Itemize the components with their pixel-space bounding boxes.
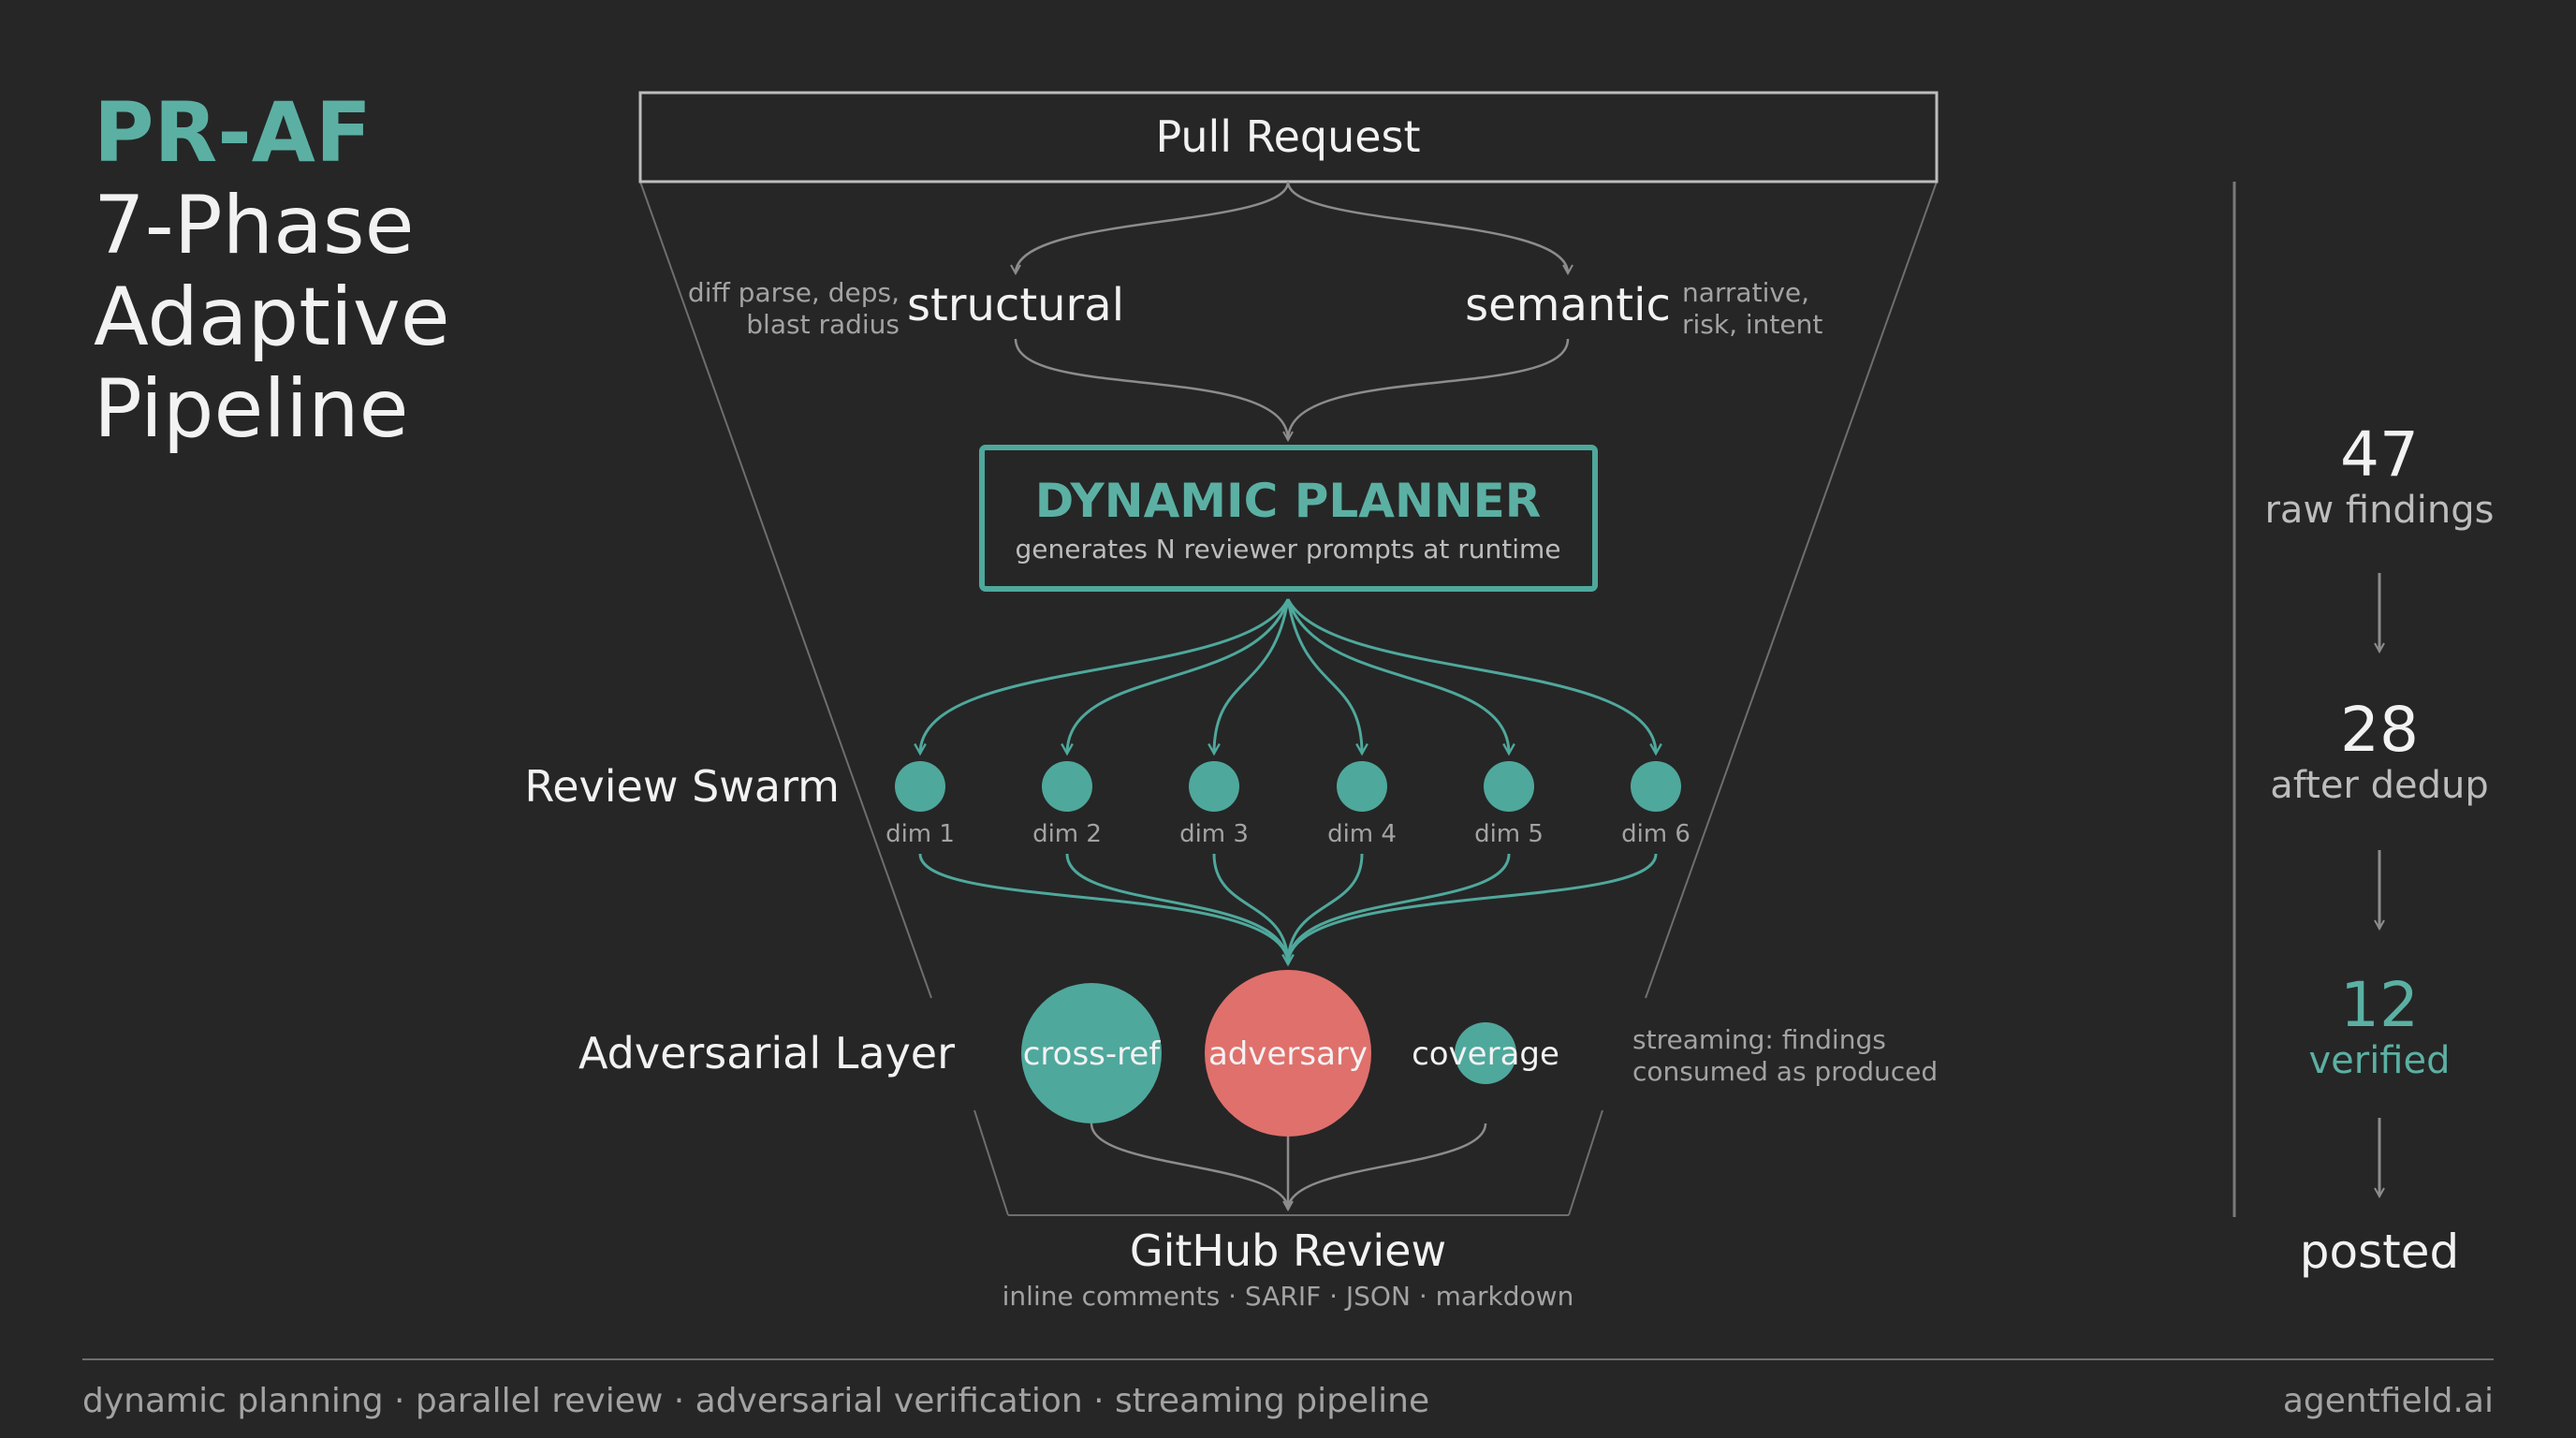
title-line-1: 7-Phase (94, 179, 415, 272)
fanout-arrows (920, 598, 1656, 754)
planner-merge-arrows (1014, 338, 1570, 440)
dim-node-2 (1042, 761, 1092, 812)
title-line-3: Pipeline (94, 362, 409, 456)
github-review-formats: inline comments · SARIF · JSON · markdow… (1003, 1281, 1574, 1312)
dim-label: dim 2 (1032, 820, 1102, 848)
semantic-label: semantic (1465, 279, 1671, 331)
swarm-merge-arrows (918, 853, 1658, 964)
planner-subtitle: generates N reviewer prompts at runtime (1015, 534, 1560, 565)
structural-label: structural (907, 279, 1124, 331)
title-block: PR-AF 7-Phase Adaptive Pipeline (94, 84, 450, 456)
semantic-note-1: narrative, (1682, 277, 1809, 308)
stat-caption-posted: posted (2300, 1225, 2459, 1279)
streaming-note-1: streaming: findings (1632, 1024, 1886, 1055)
dim-node-5 (1484, 761, 1534, 812)
stat-value-raw: 47 (2340, 418, 2419, 491)
funnel-stats: 47 raw findings 28 after dedup 12 verifi… (2264, 418, 2494, 1279)
dynamic-planner: DYNAMIC PLANNER generates N reviewer pro… (979, 445, 1598, 592)
stat-caption-verified: verified (2308, 1039, 2450, 1082)
coverage-label: coverage (1412, 1035, 1559, 1073)
adversarial-label: Adversarial Layer (578, 1028, 955, 1078)
output-merge-arrows (1090, 1123, 1487, 1210)
pull-request-box: Pull Request (638, 91, 1939, 183)
pr-split-arrows (1016, 181, 1568, 273)
brand-title: PR-AF (94, 84, 372, 181)
github-review: GitHub Review inline comments · SARIF · … (1003, 1225, 1574, 1312)
dim-node-3 (1189, 761, 1239, 812)
dim-label: dim 6 (1621, 820, 1690, 848)
stat-caption-dedup: after dedup (2270, 764, 2488, 807)
pull-request-label: Pull Request (1155, 111, 1420, 162)
funnel-outline (639, 181, 1938, 1216)
adversary-node (1205, 970, 1371, 1137)
github-review-label: GitHub Review (1130, 1225, 1446, 1276)
streaming-note-2: consumed as produced (1632, 1056, 1938, 1087)
stat-value-verified: 12 (2340, 969, 2419, 1041)
dim-label: dim 4 (1327, 820, 1397, 848)
structural-note-2: blast radius (746, 309, 900, 340)
review-swarm-label: Review Swarm (524, 761, 840, 812)
cross-ref-node (1021, 983, 1162, 1123)
dim-label: dim 5 (1474, 820, 1544, 848)
adversarial-layer: Adversarial Layer cross-ref adversary co… (578, 970, 1938, 1137)
footer-site: agentfield.ai (2283, 1382, 2494, 1420)
title-line-2: Adaptive (94, 271, 450, 364)
structural-note-1: diff parse, deps, (688, 277, 900, 308)
semantic-note-2: risk, intent (1682, 309, 1822, 340)
footer-tagline: dynamic planning · parallel review · adv… (82, 1382, 1429, 1420)
dim-label: dim 3 (1179, 820, 1249, 848)
stat-value-dedup: 28 (2340, 694, 2419, 766)
adversary-label: adversary (1208, 1035, 1368, 1073)
analysis-nodes: structural diff parse, deps, blast radiu… (688, 277, 1822, 340)
dim-node-4 (1337, 761, 1387, 812)
dim-node-6 (1631, 761, 1681, 812)
dim-node-1 (895, 761, 945, 812)
stat-caption-raw: raw findings (2264, 489, 2494, 532)
review-swarm: Review Swarm dim 1 dim 2 dim 3 dim 4 dim… (524, 761, 1690, 848)
coverage-node (1455, 1022, 1516, 1084)
planner-title: DYNAMIC PLANNER (1035, 474, 1542, 528)
cross-ref-label: cross-ref (1023, 1035, 1162, 1073)
dim-label: dim 1 (886, 820, 955, 848)
